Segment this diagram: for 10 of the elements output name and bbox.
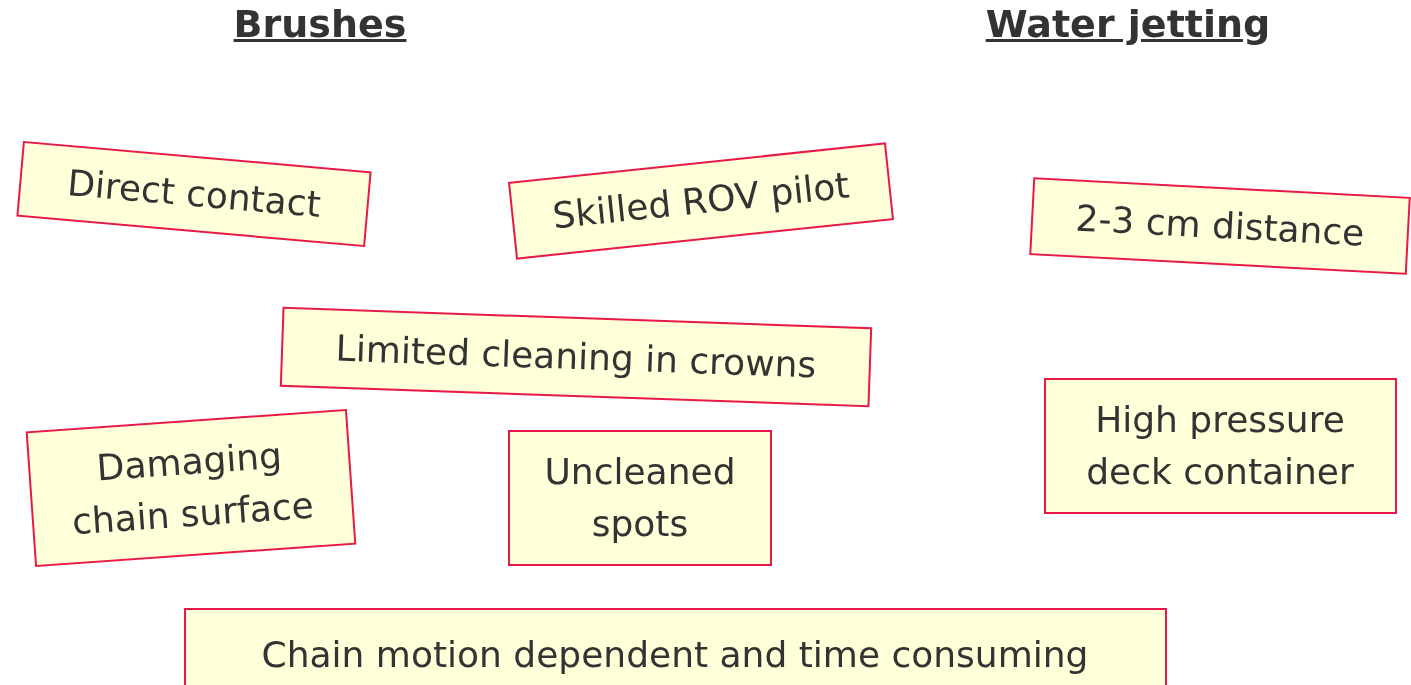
sticky-note: Chain motion dependent and time consuming xyxy=(183,608,1167,685)
column-heading: Water jetting xyxy=(985,2,1271,46)
sticky-note: Limited cleaning in crowns xyxy=(279,306,873,408)
column-heading: Brushes xyxy=(233,2,407,46)
sticky-note: 2-3 cm distance xyxy=(1029,177,1411,275)
sticky-note: Skilled ROV pilot xyxy=(507,142,895,260)
sticky-note: Damaging chain surface xyxy=(25,408,357,568)
sticky-note: Direct contact xyxy=(16,140,372,248)
sticky-note: Uncleaned spots xyxy=(508,430,772,566)
sticky-note: High pressure deck container xyxy=(1043,378,1397,514)
